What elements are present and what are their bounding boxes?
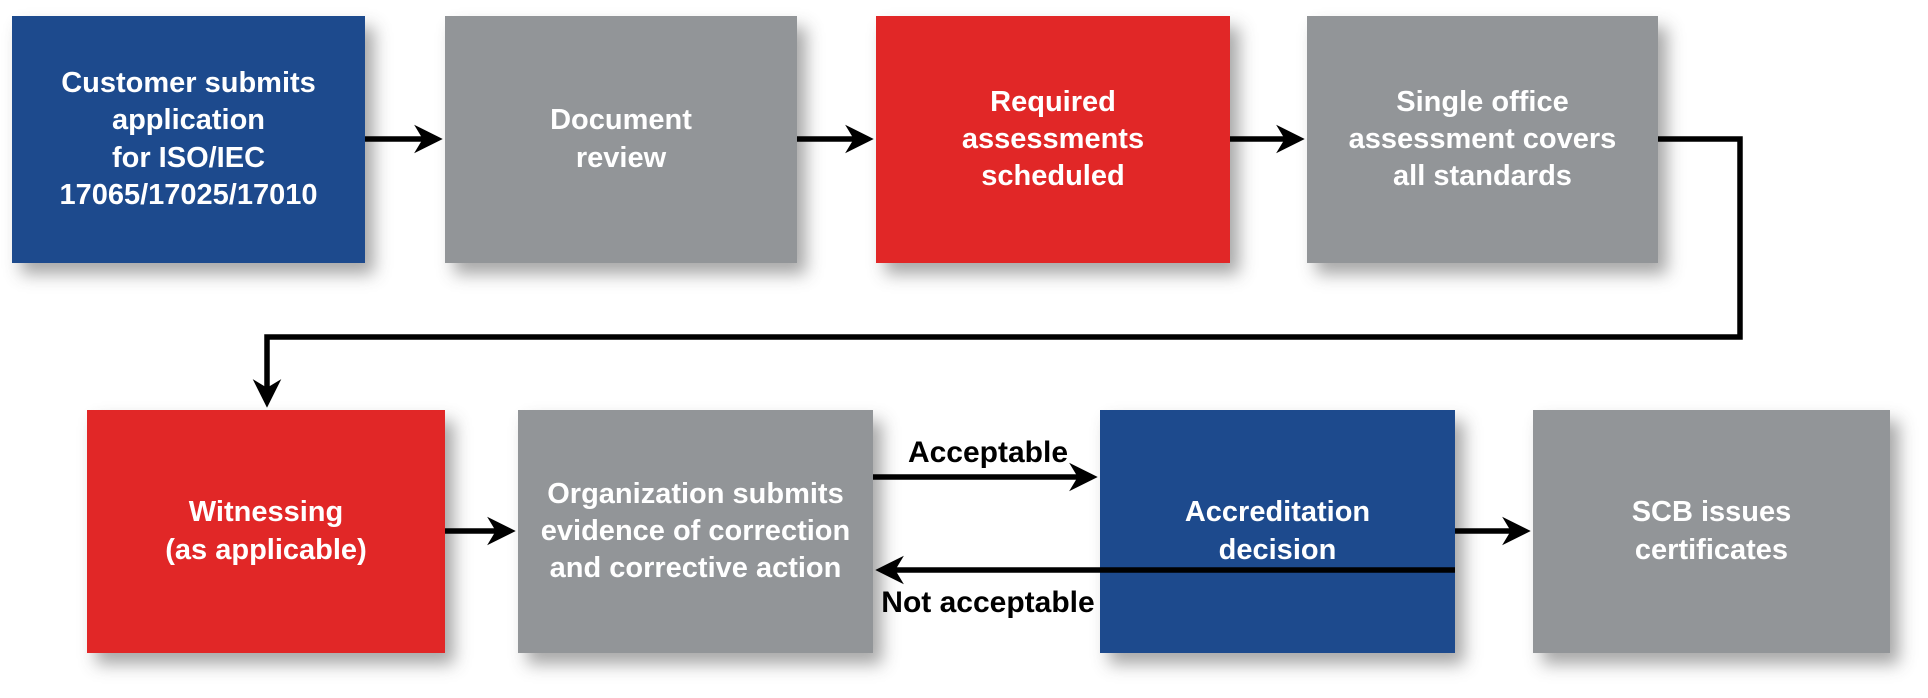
node-label: Single office assessment covers all stan…	[1348, 85, 1617, 193]
node-label: Accreditation decision	[1184, 496, 1371, 566]
node-evidence-submission: Organization submits evidence of correct…	[518, 410, 873, 653]
node-label: Organization submits evidence of correct…	[540, 477, 851, 585]
node-label: Witnessing (as applicable)	[165, 496, 367, 566]
node-label: Document review	[550, 104, 692, 174]
edge-label-not-acceptable: Not acceptable	[881, 586, 1095, 619]
node-label: Required assessments scheduled	[961, 85, 1145, 193]
node-label: Customer submits application for ISO/IEC…	[59, 67, 318, 211]
arrow-singleoffice-to-witnessing-elbow	[252, 136, 1743, 408]
node-assessments-scheduled: Required assessments scheduled	[876, 16, 1230, 263]
node-document-review: Document review	[445, 16, 797, 263]
node-single-office-assessment: Single office assessment covers all stan…	[1307, 16, 1658, 263]
node-witnessing: Witnessing (as applicable)	[87, 410, 445, 653]
node-customer-application: Customer submits application for ISO/IEC…	[12, 16, 365, 263]
node-scb-certificates: SCB issues certificates	[1533, 410, 1890, 653]
node-label: SCB issues certificates	[1631, 496, 1792, 566]
edge-label-acceptable: Acceptable	[907, 436, 1069, 469]
node-accreditation-decision: Accreditation decision	[1100, 410, 1455, 653]
